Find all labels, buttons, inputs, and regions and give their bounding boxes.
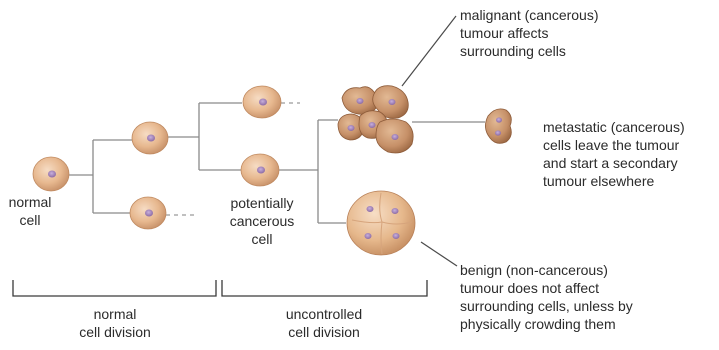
label-metastatic-cells: metastatic (cancerous) cells leave the t… — [543, 118, 685, 190]
label-line: cells leave the tumour — [543, 136, 685, 154]
label-line: potentially — [214, 194, 310, 212]
label-line: normal — [40, 305, 190, 323]
bracket-normal-division — [13, 280, 216, 296]
label-normal-cell-division: normal cell division — [40, 305, 190, 341]
normal-cell — [33, 157, 69, 191]
daughter-cell-top — [243, 86, 281, 118]
label-line: normal — [8, 193, 52, 211]
daughter-cell-upper — [132, 122, 168, 154]
bracket-uncontrolled-division — [222, 280, 427, 296]
label-line: tumour elsewhere — [543, 172, 685, 190]
label-line: and start a secondary — [543, 154, 685, 172]
label-potentially-cancerous-cell: potentially cancerous cell — [214, 194, 310, 248]
metastatic-cells — [485, 109, 511, 143]
malignant-tumour — [338, 86, 413, 153]
pointer-benign — [421, 242, 457, 266]
label-line: cell division — [249, 323, 399, 341]
label-line: surrounding cells — [460, 42, 599, 60]
label-line: benign (non-cancerous) — [460, 261, 633, 279]
label-line: uncontrolled — [249, 305, 399, 323]
label-normal-cell: normal cell — [8, 193, 52, 229]
label-line: cell — [8, 211, 52, 229]
label-line: metastatic (cancerous) — [543, 118, 685, 136]
label-line: cancerous — [214, 212, 310, 230]
daughter-cell-lower — [130, 197, 166, 229]
label-line: tumour does not affect — [460, 279, 633, 297]
label-line: cell division — [40, 323, 190, 341]
label-line: tumour affects — [460, 24, 599, 42]
pointer-malignant — [402, 16, 456, 86]
label-line: physically crowding them — [460, 315, 633, 333]
label-uncontrolled-cell-division: uncontrolled cell division — [249, 305, 399, 341]
label-malignant-tumour: malignant (cancerous) tumour affects sur… — [460, 6, 599, 60]
label-benign-tumour: benign (non-cancerous) tumour does not a… — [460, 261, 633, 333]
label-line: surrounding cells, unless by — [460, 297, 633, 315]
benign-tumour — [347, 191, 415, 255]
label-line: cell — [214, 230, 310, 248]
potentially-cancerous-cell — [241, 154, 279, 186]
label-line: malignant (cancerous) — [460, 6, 599, 24]
